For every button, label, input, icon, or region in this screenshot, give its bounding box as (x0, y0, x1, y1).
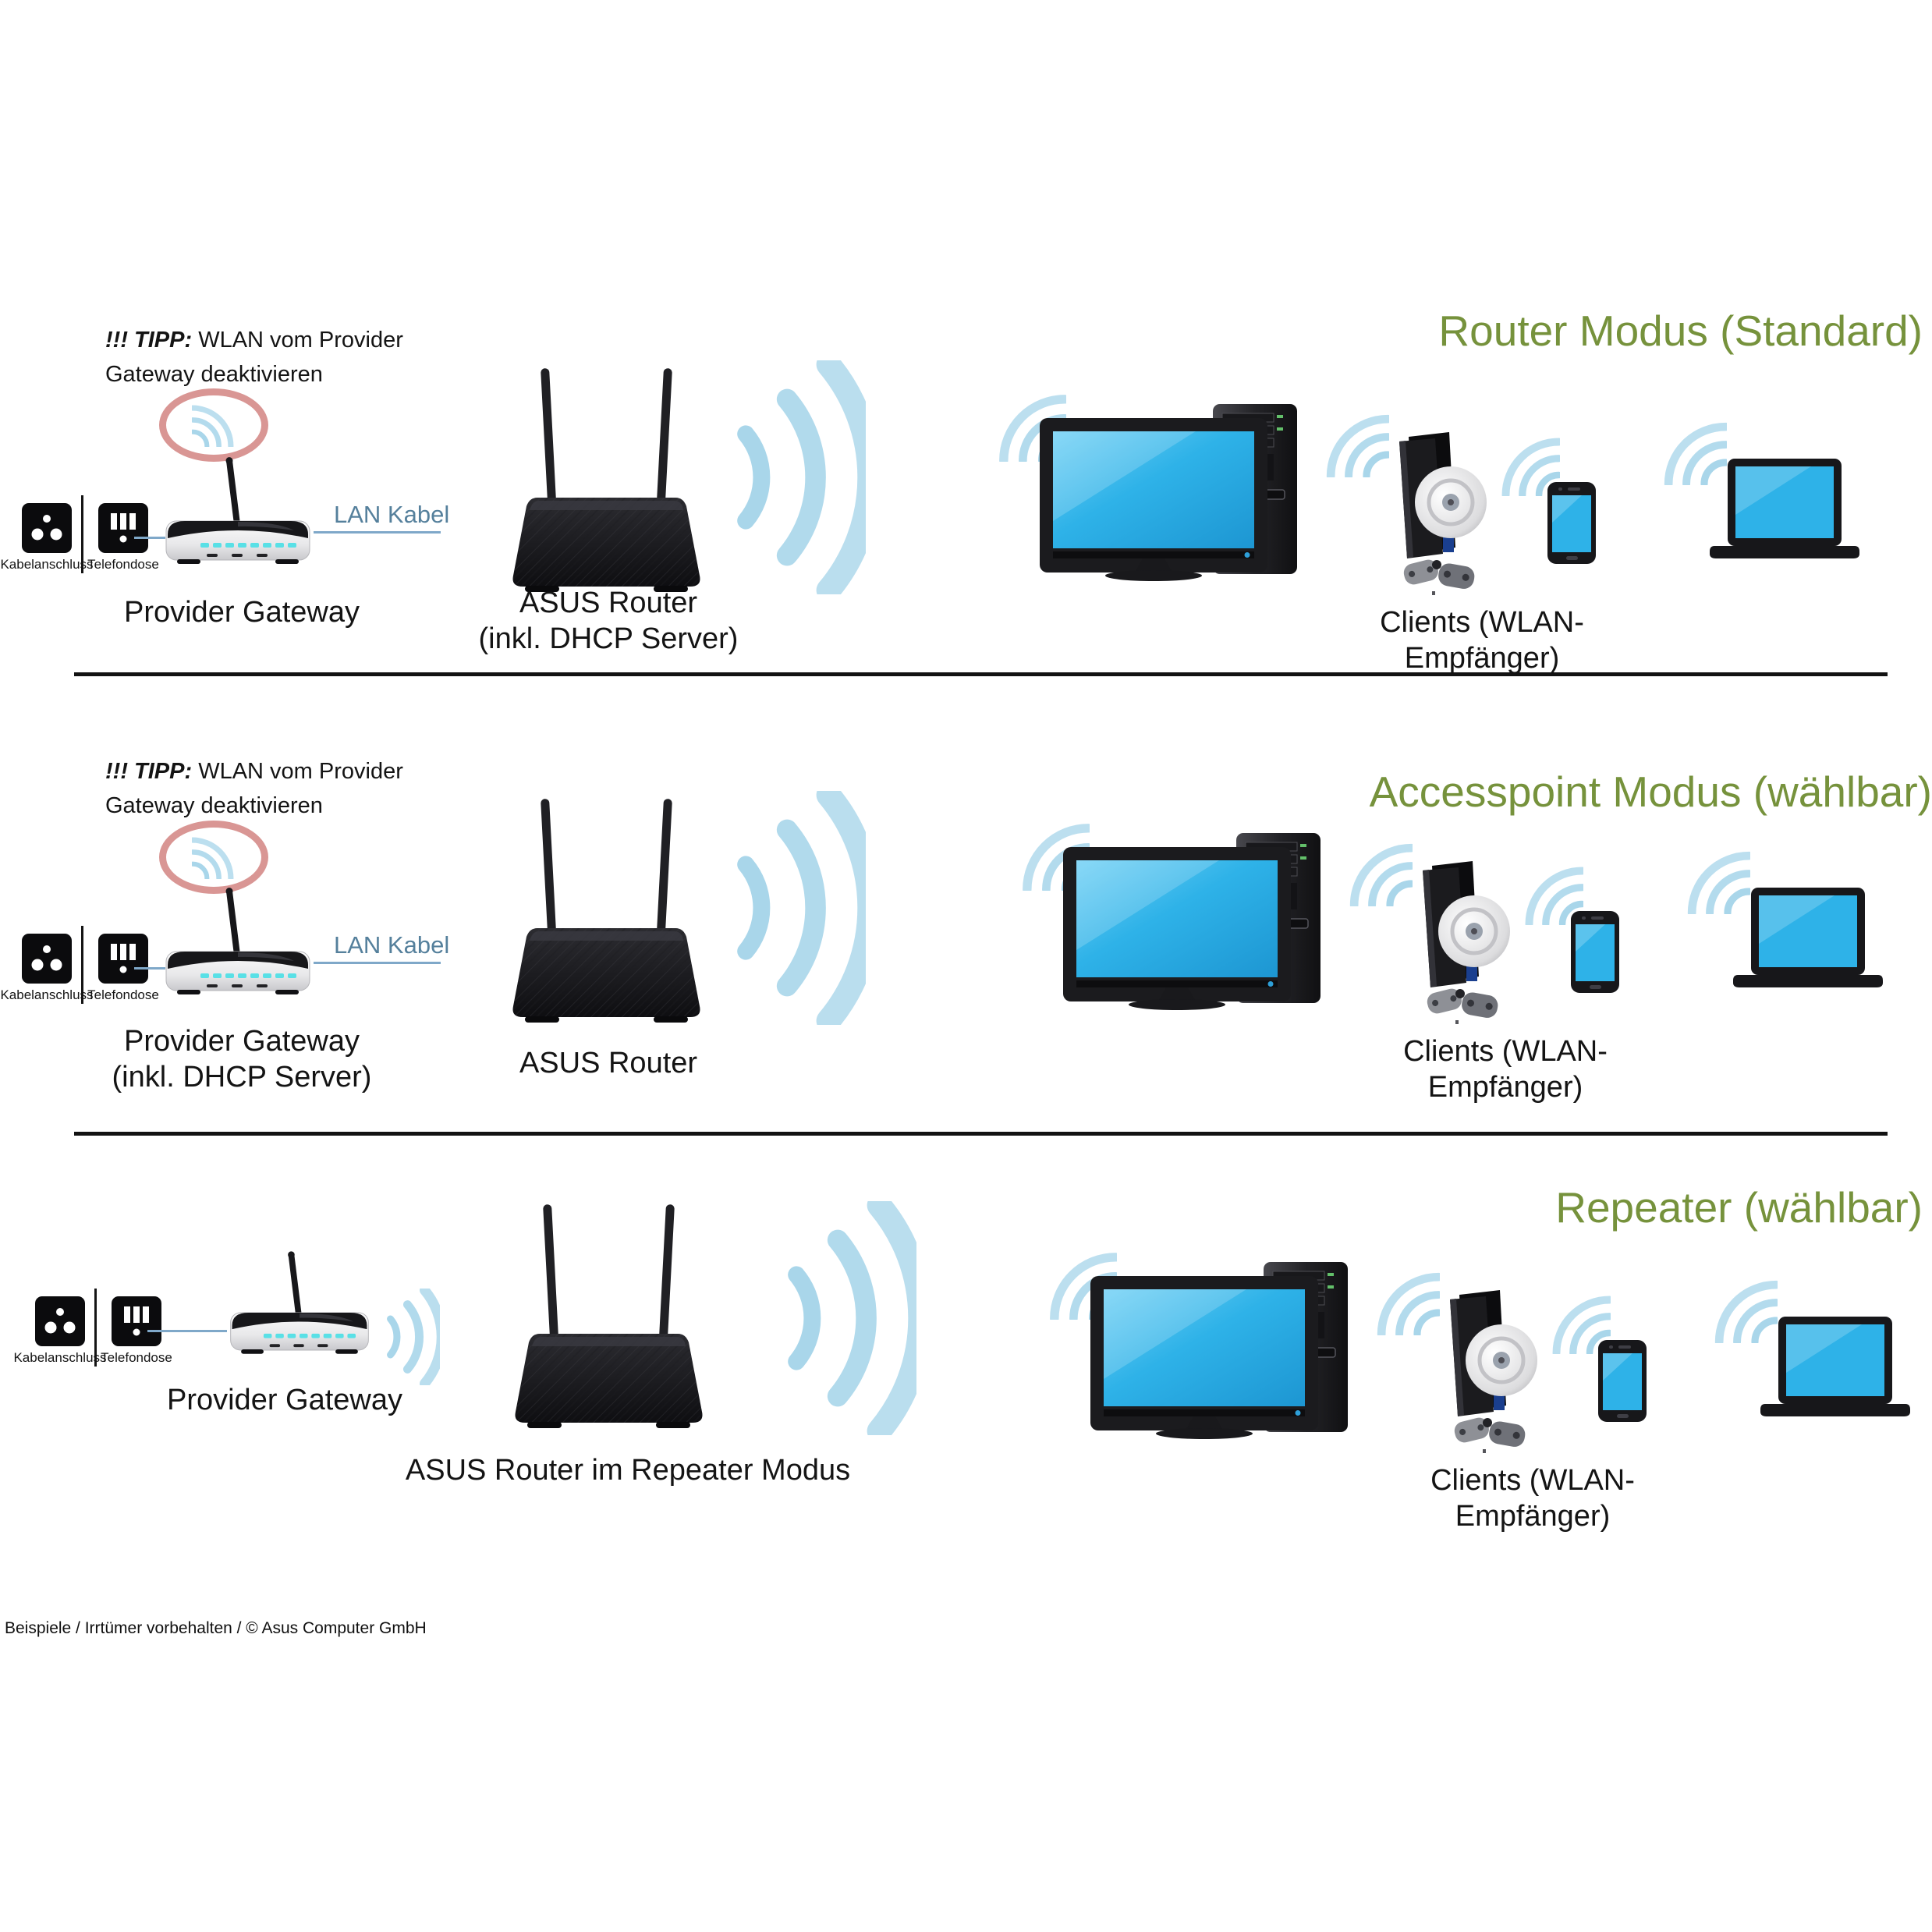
row1-tip-note: !!! TIPP: WLAN vom Provider Gateway deak… (105, 324, 413, 392)
clients-label: Clients (WLAN-Empfänger) (1430, 1464, 1635, 1533)
asus-router-label: ASUS Router (519, 1047, 698, 1079)
smartphone-icon (1598, 1340, 1647, 1422)
smartphone-icon (1571, 911, 1619, 993)
clients-label: Clients (WLAN-Empfänger) (1403, 1035, 1608, 1104)
gateway-label-line1: Provider Gateway (123, 1025, 360, 1058)
phone-socket-label: Telefondose (101, 1350, 172, 1365)
router-wifi-waves-icon (729, 360, 866, 594)
phone-socket-label: Telefondose (87, 557, 159, 572)
asus-router-label-line1: ASUS Router (519, 587, 698, 619)
tip-prefix: !!! TIPP: (105, 759, 193, 784)
lan-cable-line (314, 531, 441, 534)
cable-socket-icon (35, 1296, 85, 1346)
wifi-rx-icon (1324, 412, 1389, 477)
socket-to-gateway-cable (134, 537, 165, 539)
socket-to-gateway-cable (147, 1330, 227, 1332)
cable-socket-icon (22, 934, 72, 984)
cable-socket-icon (22, 503, 72, 553)
wifi-rx-icon (1347, 841, 1413, 906)
asus-router-device (503, 365, 710, 595)
tip-prefix: !!! TIPP: (105, 328, 193, 353)
gateway-label: Provider Gateway (inkl. DHCP Server) (86, 1023, 398, 1096)
socket-divider-line (94, 1289, 97, 1367)
socket-to-gateway-cable (134, 967, 165, 970)
lan-cable-line (314, 962, 441, 964)
asus-router-device (503, 796, 710, 1026)
gateway-label: Provider Gateway (123, 596, 360, 629)
socket-divider-line (81, 926, 83, 1004)
row2-heading: Accesspoint Modus (wählbar) (1369, 767, 1932, 816)
game-console-icon (1382, 431, 1487, 596)
game-console-icon (1433, 1289, 1538, 1454)
lan-cable-label: LAN Kabel (334, 931, 450, 959)
laptop-icon (1760, 1317, 1910, 1422)
phone-socket-icon (112, 1296, 161, 1346)
desktop-pc-icon (1090, 1262, 1349, 1440)
asus-router-label: ASUS Router im Repeater Modus (405, 1454, 851, 1487)
cable-socket-label: Kabelanschluss (0, 987, 94, 1002)
smartphone-icon (1547, 482, 1596, 564)
router-wifi-waves-icon (729, 791, 866, 1025)
gateway-label: Provider Gateway (166, 1384, 402, 1416)
row1-heading: Router Modus (Standard) (1438, 307, 1923, 355)
footer-disclaimer: Beispiele / Irrtümer vorbehalten / © Asu… (5, 1619, 427, 1637)
laptop-icon (1710, 459, 1859, 564)
gateway-wifi-icon (192, 835, 236, 879)
provider-gateway-device (160, 454, 316, 567)
router-wifi-waves-icon (780, 1201, 916, 1435)
phone-socket-icon (98, 503, 148, 553)
desktop-pc-icon (1063, 833, 1322, 1011)
asus-router-label: ASUS Router (inkl. DHCP Server) (437, 585, 780, 658)
row3-heading: Repeater (wählbar) (1555, 1183, 1923, 1232)
asus-router-device (505, 1201, 712, 1431)
tip-text: WLAN vom Provider Gateway deaktivieren (105, 328, 403, 387)
provider-gateway-device (225, 1248, 374, 1357)
row2-tip-note: !!! TIPP: WLAN vom Provider Gateway deak… (105, 755, 413, 823)
phone-socket-label: Telefondose (87, 987, 159, 1002)
cable-socket-label: Kabelanschluss (13, 1350, 107, 1365)
asus-router-label-line2: (inkl. DHCP Server) (478, 622, 739, 656)
gateway-wifi-icon (192, 403, 236, 447)
disable-wlan-ellipse (159, 388, 268, 462)
disable-wlan-ellipse (159, 821, 268, 894)
section-divider (74, 672, 1888, 676)
gateway-wifi-waves-icon (384, 1289, 440, 1385)
section-divider (74, 1132, 1888, 1136)
laptop-icon (1733, 888, 1883, 993)
wifi-rx-icon (1374, 1270, 1440, 1335)
clients-label: Clients (WLAN-Empfänger) (1380, 606, 1584, 675)
socket-divider-line (81, 495, 83, 573)
desktop-pc-icon (1040, 404, 1299, 582)
lan-cable-label: LAN Kabel (334, 501, 450, 528)
phone-socket-icon (98, 934, 148, 984)
tip-text: WLAN vom Provider Gateway deaktivieren (105, 759, 403, 818)
gateway-label-line2: (inkl. DHCP Server) (112, 1061, 372, 1094)
game-console-icon (1406, 860, 1511, 1025)
cable-socket-label: Kabelanschluss (0, 557, 94, 572)
provider-gateway-device (160, 884, 316, 998)
